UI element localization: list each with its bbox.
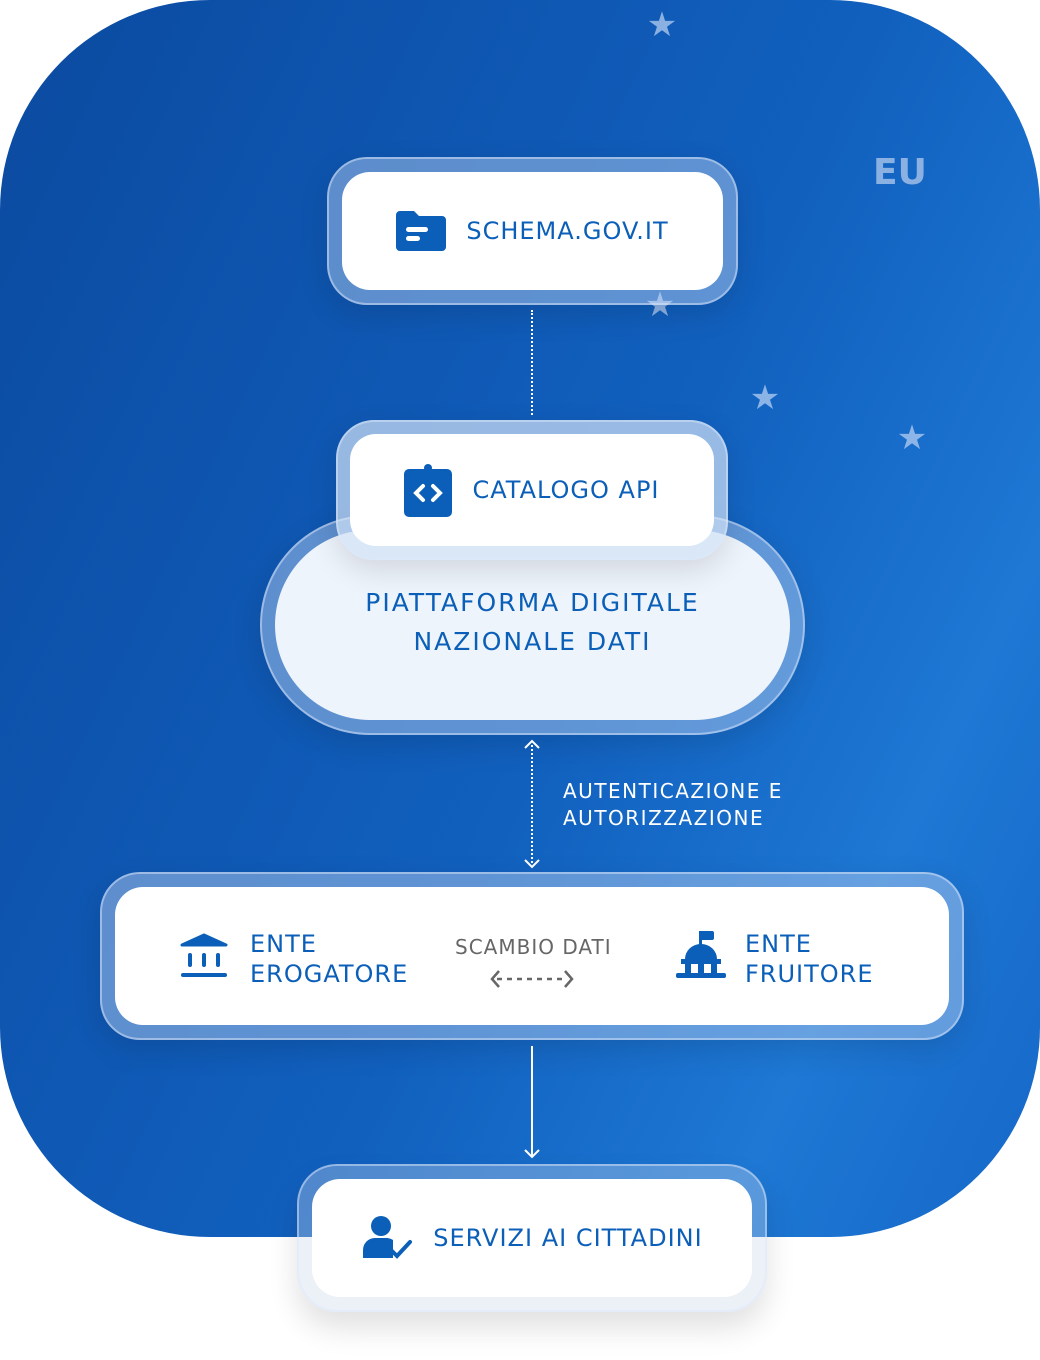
star-icon: ★ [646,5,678,45]
erogatore-line1: ENTE [250,930,317,958]
school-building-icon [675,931,727,979]
auth-label-line1: AUTENTICAZIONE E [563,779,783,803]
piattaforma-line2: NAZIONALE DATI [413,627,652,656]
fruitore-label[interactable]: ENTE FRUITORE [745,929,874,989]
auth-label: AUTENTICAZIONE E AUTORIZZAZIONE [563,778,783,832]
folder-icon [396,211,447,251]
piattaforma-line1: PIATTAFORMA DIGITALE [365,588,700,617]
arrow-down-icon [524,1149,540,1159]
api-code-icon [404,463,453,517]
bidirectional-arrow-icon [490,970,574,988]
auth-dotted-arrow [531,745,533,863]
fruitore-line2: FRUITORE [745,960,874,988]
bank-icon [180,933,228,979]
eu-label: EU [873,152,927,193]
schema-label: SCHEMA.GOV.IT [466,217,669,245]
star-icon: ★ [749,378,781,418]
schema-node[interactable]: SCHEMA.GOV.IT [342,172,723,290]
user-check-icon [361,1216,413,1260]
servizi-node[interactable]: SERVIZI AI CITTADINI [312,1179,752,1297]
scambio-label: SCAMBIO DATI [455,935,612,959]
star-icon: ★ [644,285,676,325]
auth-label-line2: AUTORIZZAZIONE [563,806,765,830]
catalogo-label: CATALOGO API [472,476,660,504]
dotted-connector [531,310,533,415]
fruitore-line1: ENTE [745,930,812,958]
enti-row: ENTE EROGATORE SCAMBIO DATI ENTE FRUITOR… [115,887,949,1025]
piattaforma-node[interactable]: PIATTAFORMA DIGITALE NAZIONALE DATI [275,530,790,720]
arrow-heads-icon [524,739,540,869]
catalogo-node[interactable]: CATALOGO API [350,434,714,546]
servizi-label: SERVIZI AI CITTADINI [433,1224,703,1252]
erogatore-line2: EROGATORE [250,960,409,988]
solid-connector [531,1046,533,1156]
star-icon: ★ [896,418,928,458]
erogatore-label[interactable]: ENTE EROGATORE [250,929,408,989]
